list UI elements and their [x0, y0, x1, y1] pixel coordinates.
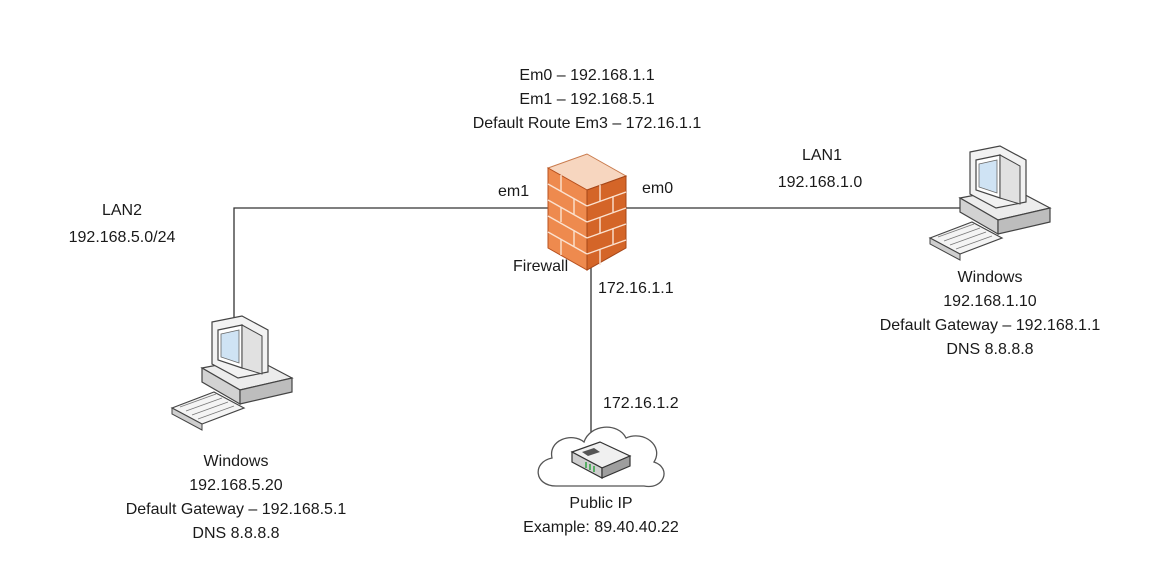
- lan1-name: LAN1: [801, 147, 843, 164]
- lan1-pc-details: Windows 192.168.1.10 Default Gateway – 1…: [880, 266, 1101, 362]
- desktop-computer-icon[interactable]: [170, 315, 294, 431]
- firewall-brick-icon[interactable]: [546, 153, 628, 271]
- lan2-network: 192.168.5.0/24: [68, 229, 176, 246]
- pc-gateway: Default Gateway – 192.168.5.1: [125, 501, 347, 518]
- firewall-port-em1: em1: [498, 183, 530, 200]
- firewall-config-line: Em0 – 192.168.1.1: [519, 67, 655, 84]
- firewall-wan-ip: 172.16.1.1: [598, 280, 674, 297]
- lan1-network: 192.168.1.0: [777, 174, 863, 191]
- cloud-router-icon[interactable]: [537, 426, 665, 488]
- pc-ip: 192.168.1.10: [943, 293, 1037, 310]
- public-ip-label: Public IP: [569, 495, 633, 512]
- router-details: Public IP Example: 89.40.40.22: [523, 492, 679, 540]
- firewall-config-line: Default Route Em3 – 172.16.1.1: [472, 115, 702, 132]
- firewall-port-em0: em0: [642, 180, 674, 197]
- lan2-pc-details: Windows 192.168.5.20 Default Gateway – 1…: [126, 450, 347, 546]
- pc-dns: DNS 8.8.8.8: [946, 341, 1034, 358]
- lan2-link: [233, 207, 593, 322]
- pc-dns: DNS 8.8.8.8: [192, 525, 280, 542]
- lan2-name: LAN2: [101, 202, 143, 219]
- router-ip: 172.16.1.2: [603, 395, 679, 412]
- pc-os-label: Windows: [203, 453, 269, 470]
- firewall-config: Em0 – 192.168.1.1 Em1 – 192.168.5.1 Defa…: [473, 64, 702, 136]
- public-ip-example: Example: 89.40.40.22: [523, 519, 679, 536]
- pc-ip: 192.168.5.20: [189, 477, 283, 494]
- firewall-config-line: Em1 – 192.168.5.1: [519, 91, 655, 108]
- desktop-computer-icon[interactable]: [928, 145, 1052, 261]
- pc-os-label: Windows: [957, 269, 1023, 286]
- firewall-label: Firewall: [513, 258, 569, 275]
- pc-gateway: Default Gateway – 192.168.1.1: [879, 317, 1101, 334]
